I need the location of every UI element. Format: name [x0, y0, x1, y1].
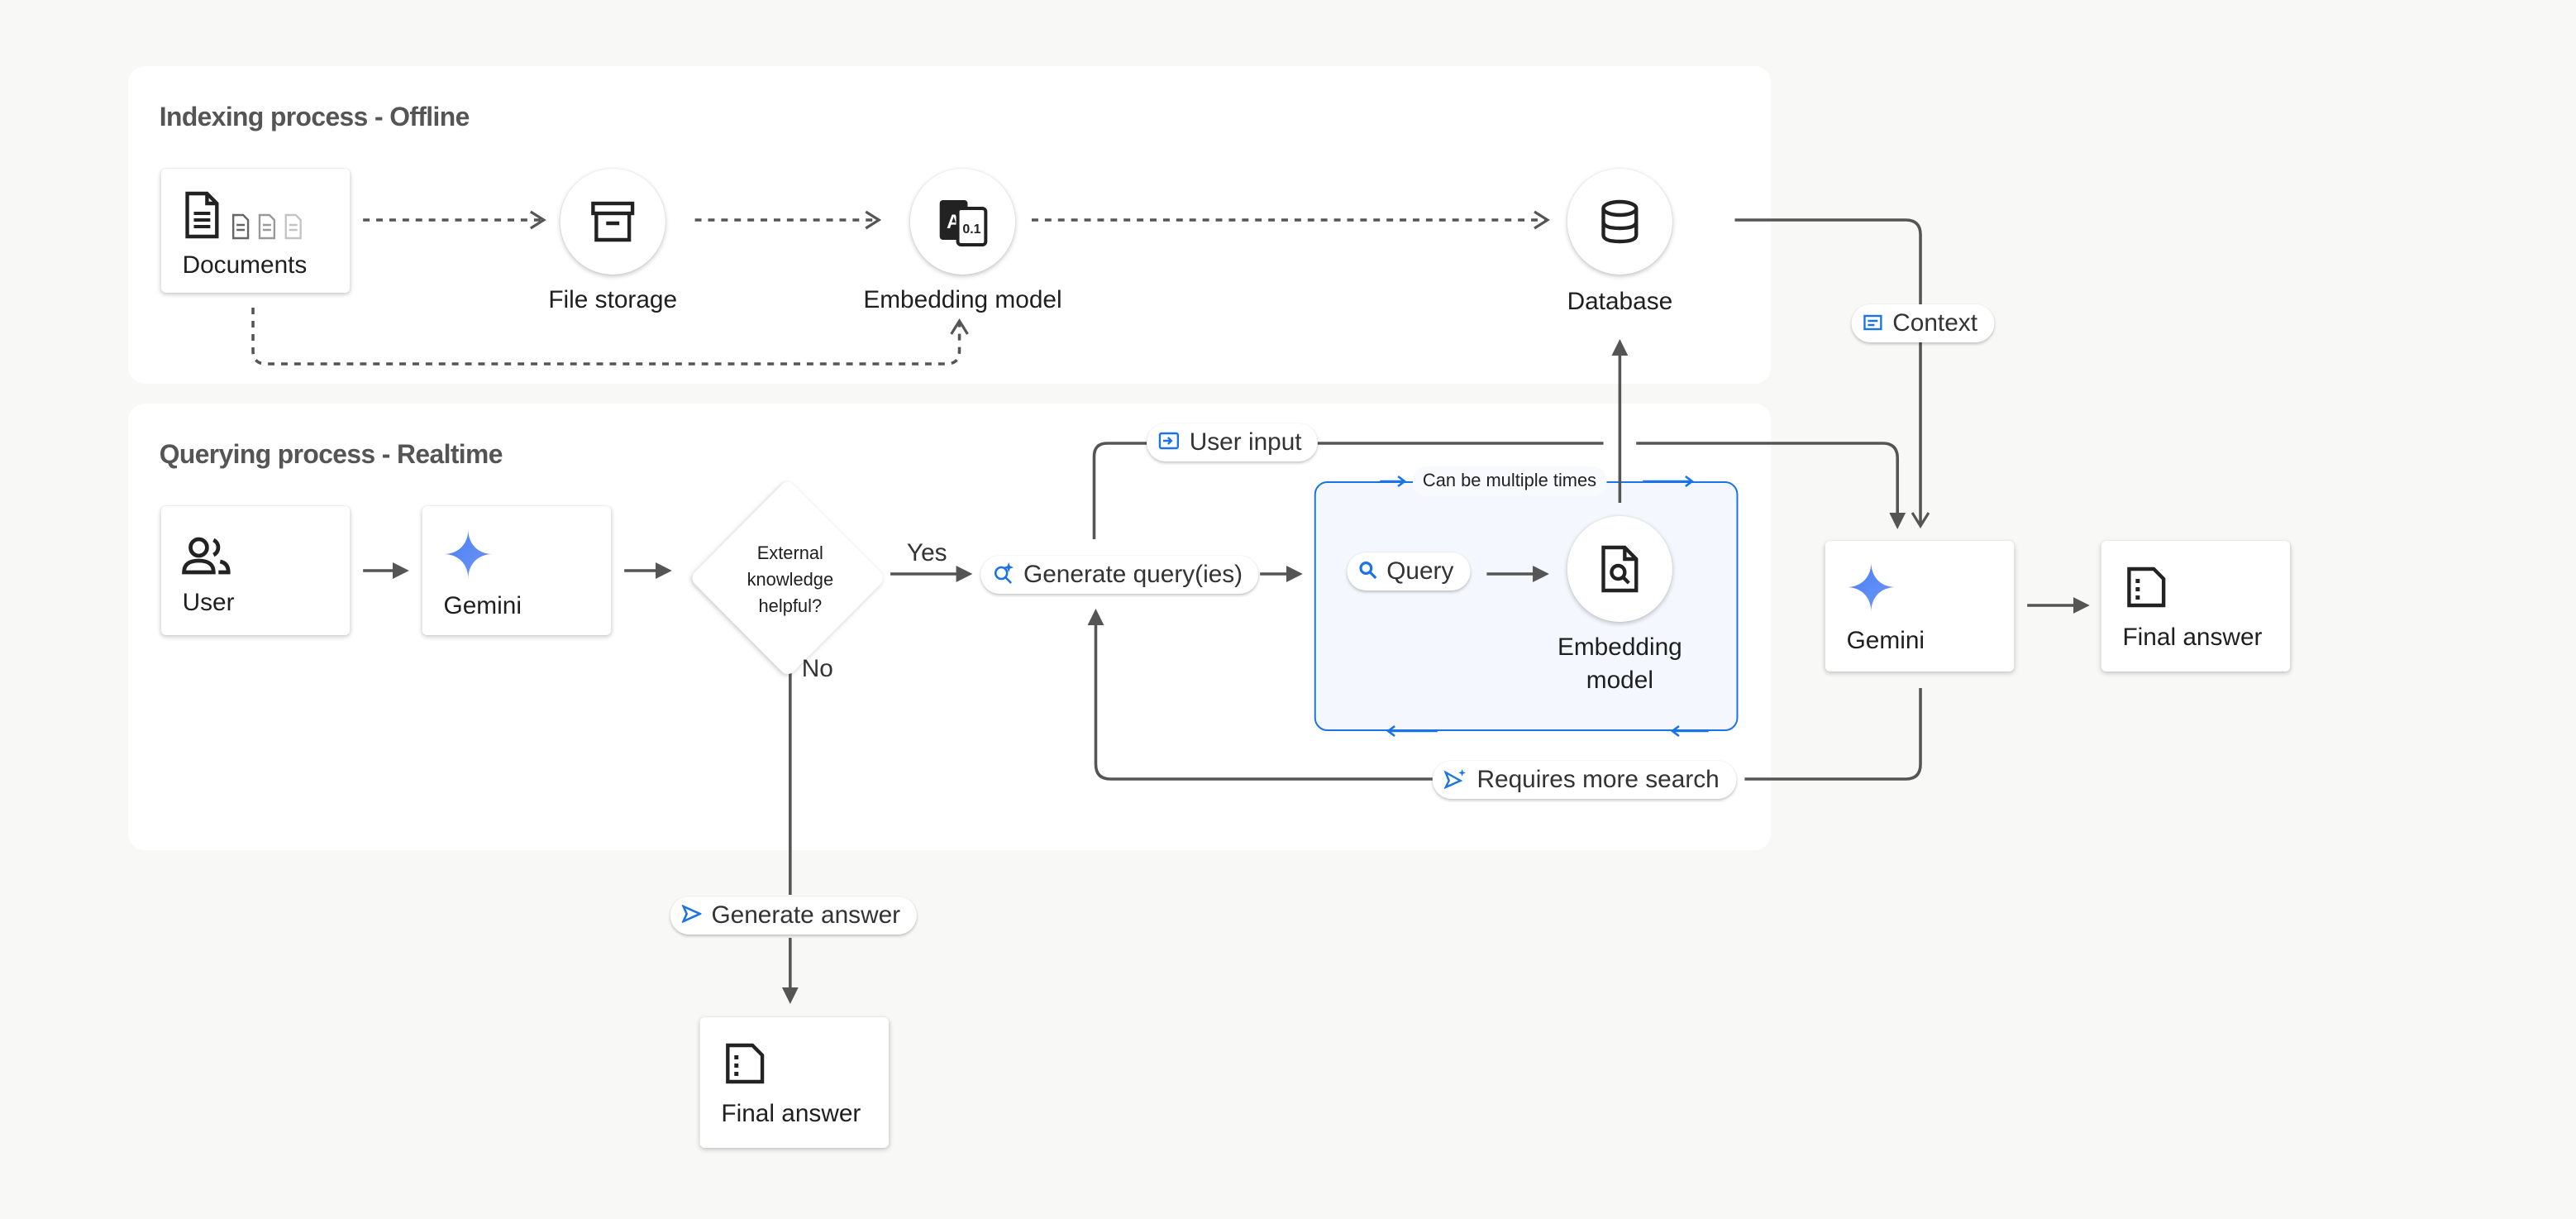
right-gemini-card[interactable]: Gemini: [1825, 541, 2015, 672]
sparkle-search-icon: [994, 562, 1014, 584]
gemini-icon: [443, 529, 494, 579]
indexing-title: Indexing process - Offline: [159, 104, 470, 132]
embedding-model-icon: A 0.1: [939, 200, 988, 246]
line-database-to-gemini: [1734, 218, 1930, 529]
context-icon: [1863, 313, 1882, 330]
line-user-input: [1092, 442, 1147, 539]
line-requires-more-search: [1744, 688, 1922, 781]
yes-label: Yes: [906, 539, 947, 567]
user-card[interactable]: User: [160, 506, 351, 635]
final-answer-icon: [726, 1043, 765, 1084]
dash-docs-to-embedding: [251, 308, 969, 366]
documents-label: Documents: [182, 251, 308, 280]
loop-embedding-label: Embedding model: [1557, 633, 1682, 695]
gemini-card[interactable]: Gemini: [422, 506, 612, 635]
decision-text: External knowledge helpful?: [747, 544, 834, 617]
document-search-icon: [1601, 545, 1639, 593]
database-icon: [1601, 199, 1639, 244]
context-pill: Context: [1851, 304, 1994, 342]
user-input-pill: User input: [1147, 423, 1319, 461]
users-icon: [182, 537, 231, 575]
file-storage-icon: [591, 201, 635, 242]
gemini-label: Gemini: [443, 592, 522, 620]
file-storage-label: File storage: [548, 286, 678, 314]
no-label: No: [801, 655, 833, 683]
right-gemini-label: Gemini: [1846, 627, 1925, 655]
file-storage-node[interactable]: [560, 169, 665, 275]
database-label: Database: [1567, 288, 1673, 316]
embedding-model-node[interactable]: A 0.1: [909, 169, 1016, 275]
sparkle-send-icon: [1443, 768, 1466, 789]
loop-label: Can be multiple times: [1412, 466, 1607, 496]
loop-embedding-node[interactable]: [1567, 516, 1672, 622]
bottom-final-answer-label: Final answer: [721, 1100, 861, 1128]
query-pill: Query: [1347, 552, 1471, 590]
right-final-answer-label: Final answer: [2122, 624, 2263, 652]
svg-text:0.1: 0.1: [962, 222, 980, 237]
send-icon: [681, 905, 702, 924]
right-final-answer-card[interactable]: Final answer: [2101, 541, 2291, 672]
database-node[interactable]: [1567, 169, 1672, 275]
document-icon: [185, 191, 302, 240]
user-label: User: [182, 589, 235, 617]
documents-card[interactable]: Documents: [160, 169, 351, 293]
generate-queries-pill: Generate query(ies): [980, 556, 1260, 594]
requires-more-search-pill: Requires more search: [1432, 761, 1736, 799]
gemini-icon: [1846, 562, 1896, 612]
user-input-icon: [1158, 432, 1180, 450]
final-answer-icon: [2127, 566, 2166, 608]
bottom-final-answer-card[interactable]: Final answer: [699, 1017, 890, 1148]
search-icon: [1359, 562, 1377, 580]
generate-answer-pill: Generate answer: [670, 896, 918, 935]
querying-title: Querying process - Realtime: [159, 442, 503, 470]
search-loop-box: [1314, 481, 1739, 731]
embedding-model-label: Embedding model: [863, 286, 1062, 314]
